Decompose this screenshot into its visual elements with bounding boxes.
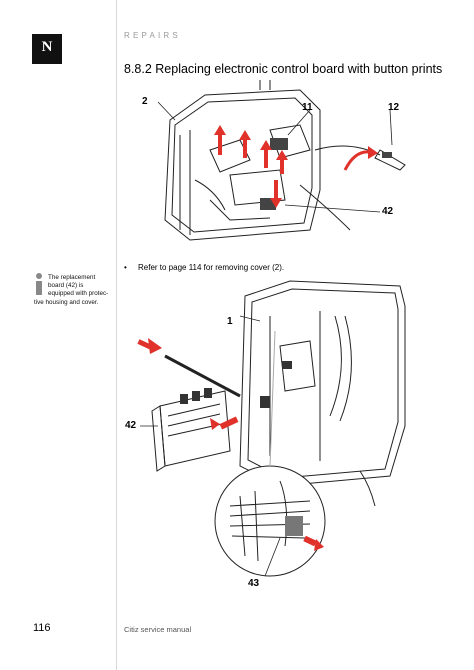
figure-2-illustration <box>137 280 406 577</box>
figure-board-disconnect: 1 42 43 <box>120 276 420 606</box>
callout-42: 42 <box>382 206 394 217</box>
callout-11: 11 <box>302 102 313 113</box>
figure-board-removal: 2 11 12 42 <box>120 80 420 250</box>
note-line: board (42) is <box>48 282 84 290</box>
callout-12: 12 <box>388 102 400 113</box>
callout-2: 2 <box>142 96 148 107</box>
manual-title: Citiz service manual <box>124 625 192 634</box>
note-line: The replacement <box>48 274 96 281</box>
page-number: 116 <box>33 622 51 634</box>
margin-divider <box>116 0 117 670</box>
callout-42: 42 <box>125 420 137 431</box>
info-icon <box>36 273 42 295</box>
logo-letter: N <box>41 39 53 55</box>
brand-logo: N <box>32 34 62 64</box>
section-header: REPAIRS <box>124 31 181 40</box>
note-line: tive housing and cover. <box>34 298 99 306</box>
callout-43: 43 <box>248 578 260 589</box>
instruction-text: Refer to page 114 for removing cover (2)… <box>138 263 285 272</box>
figure-1-illustration <box>157 80 406 241</box>
note-line: equipped with protec- <box>48 290 109 298</box>
instruction-item: • Refer to page 114 for removing cover (2… <box>124 263 284 272</box>
side-note: The replacement board (42) is equipped w… <box>34 274 116 307</box>
page-title: 8.8.2 Replacing electronic control board… <box>124 62 443 76</box>
callout-1: 1 <box>227 316 233 327</box>
bullet-glyph: • <box>124 263 127 272</box>
